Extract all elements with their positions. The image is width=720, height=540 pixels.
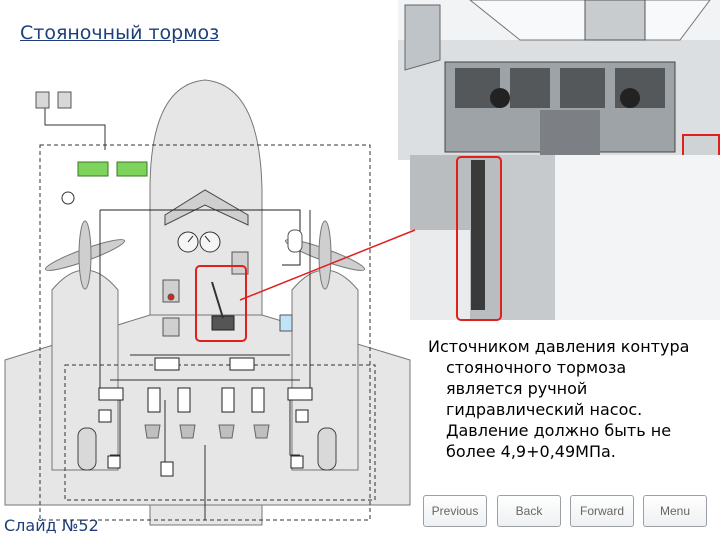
wheel-icon <box>77 427 337 471</box>
slide-number: Слайд №52 <box>4 516 99 535</box>
valve-blocks <box>98 357 313 477</box>
brake-cylinders <box>144 424 270 439</box>
hand-pump-lever-icon <box>195 265 247 342</box>
description-line: Давление должно быть не <box>446 421 672 440</box>
description-line: Источником давления контура <box>428 337 690 356</box>
hydraulic-tank-icon <box>279 229 303 332</box>
propellers <box>44 220 366 290</box>
menu-button[interactable]: Menu <box>643 495 707 527</box>
aircraft-outline <box>4 79 411 526</box>
brake-pressure-gauge-icon <box>177 231 221 253</box>
previous-button[interactable]: Previous <box>423 495 487 527</box>
slide-title: Стояночный тормоз <box>20 22 220 44</box>
back-button[interactable]: Back <box>497 495 561 527</box>
top-left-sensors <box>35 91 72 109</box>
description-line: гидравлический насос. <box>446 400 643 419</box>
description-line: стояночного тормоза <box>446 358 627 377</box>
description-line: более 4,9+0,49МПа. <box>446 442 616 461</box>
warning-panels <box>77 161 148 177</box>
forward-button[interactable]: Forward <box>570 495 634 527</box>
cockpit-photo <box>398 0 720 321</box>
description-line: является ручной <box>446 379 588 398</box>
pressure-sensor-icon <box>61 191 75 205</box>
brake-valves <box>162 251 249 337</box>
description-text: Источником давления контура стояночного … <box>428 336 698 462</box>
